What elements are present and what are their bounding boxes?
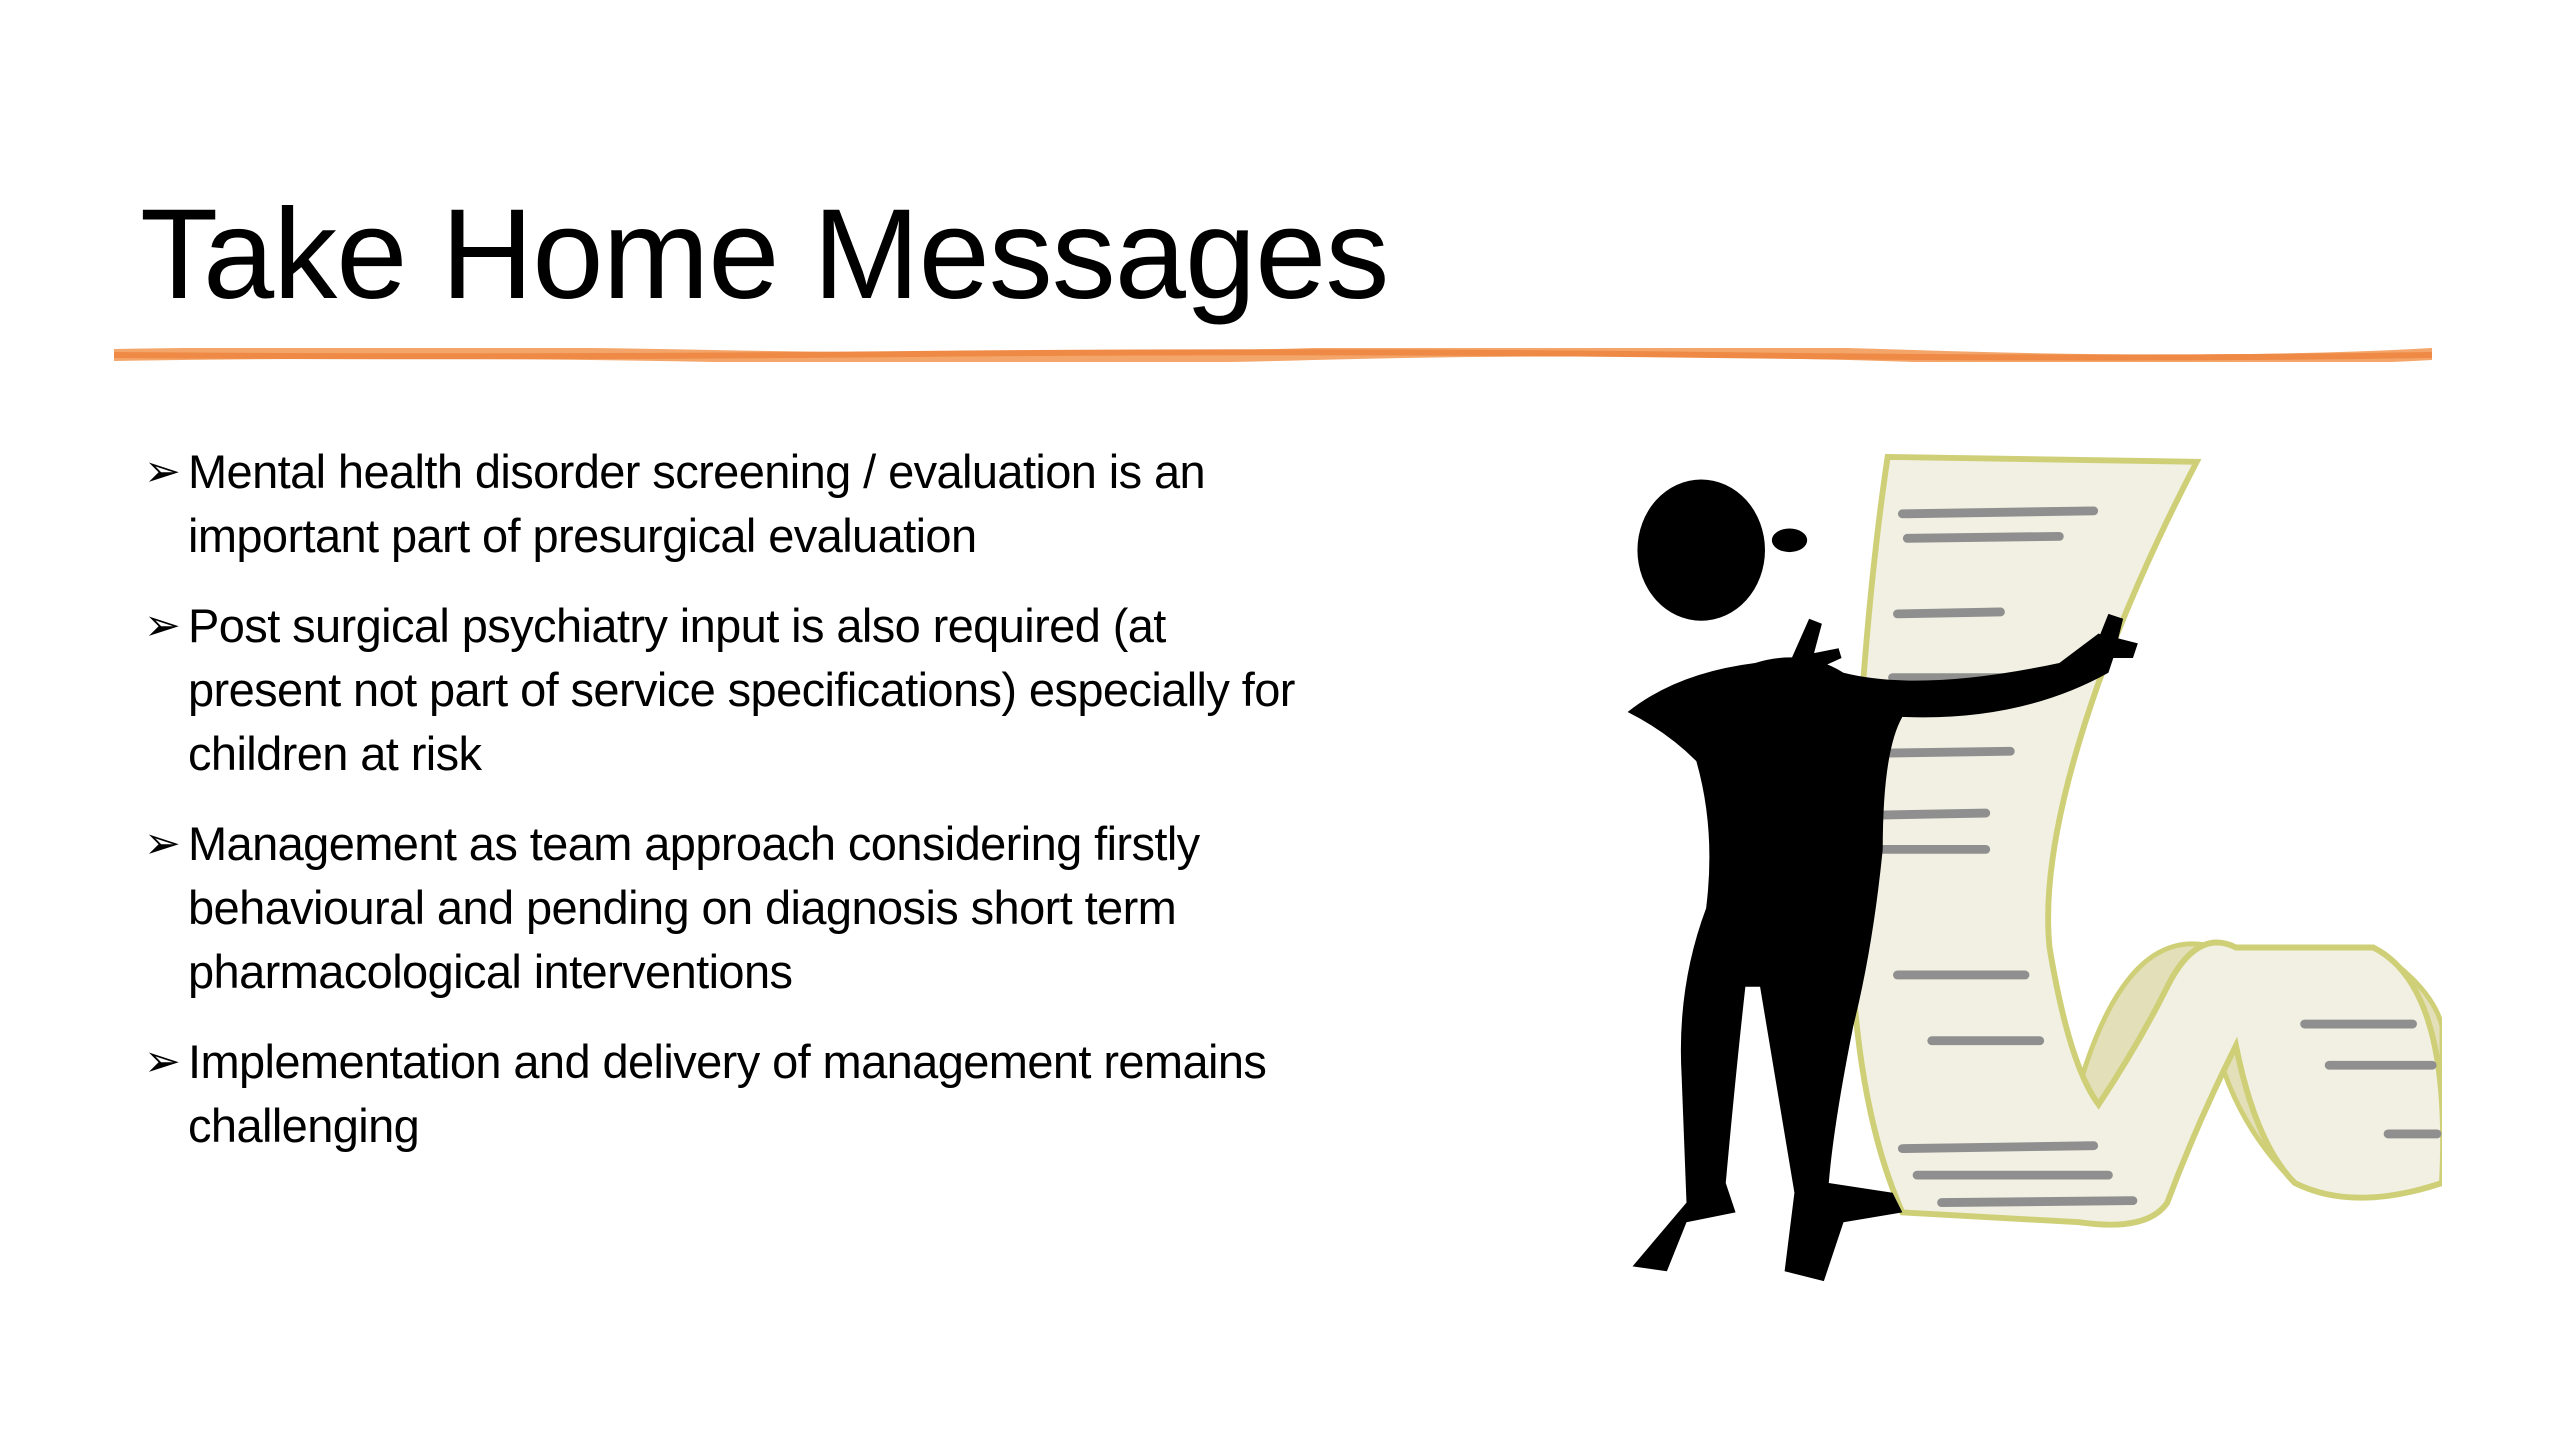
bullet-text: behavioural and pending on diagnosis sho… bbox=[188, 881, 1177, 934]
arrow-bullet-icon: ➢ bbox=[144, 601, 181, 650]
bullet-text: present not part of service specificatio… bbox=[188, 663, 1295, 716]
bullet-text: pharmacological interventions bbox=[188, 945, 793, 998]
title-underline bbox=[114, 348, 2432, 362]
arrow-bullet-icon: ➢ bbox=[144, 819, 181, 868]
bullet-text: Mental health disorder screening / evalu… bbox=[188, 445, 1206, 498]
bullet-text: challenging bbox=[188, 1099, 420, 1152]
arrow-bullet-icon: ➢ bbox=[144, 1037, 181, 1086]
bullet-item: ➢ Implementation and delivery of managem… bbox=[144, 1030, 1544, 1158]
bullet-list: ➢ Mental health disorder screening / eva… bbox=[144, 440, 1544, 1184]
bullet-item: ➢ Mental health disorder screening / eva… bbox=[144, 440, 1544, 568]
bullet-text: Implementation and delivery of managemen… bbox=[188, 1035, 1267, 1088]
bullet-text: children at risk bbox=[188, 727, 482, 780]
bullet-text: Management as team approach considering … bbox=[188, 817, 1200, 870]
person-reading-scroll-illustration bbox=[1627, 453, 2442, 1282]
bullet-text: Post surgical psychiatry input is also r… bbox=[188, 599, 1166, 652]
person-silhouette bbox=[1627, 479, 2138, 1282]
bullet-item: ➢ Post surgical psychiatry input is also… bbox=[144, 594, 1544, 786]
bullet-text: important part of presurgical evaluation bbox=[188, 509, 977, 562]
bullet-item: ➢ Management as team approach considerin… bbox=[144, 812, 1544, 1004]
arrow-bullet-icon: ➢ bbox=[144, 447, 181, 496]
slide-title: Take Home Messages bbox=[140, 183, 1389, 326]
